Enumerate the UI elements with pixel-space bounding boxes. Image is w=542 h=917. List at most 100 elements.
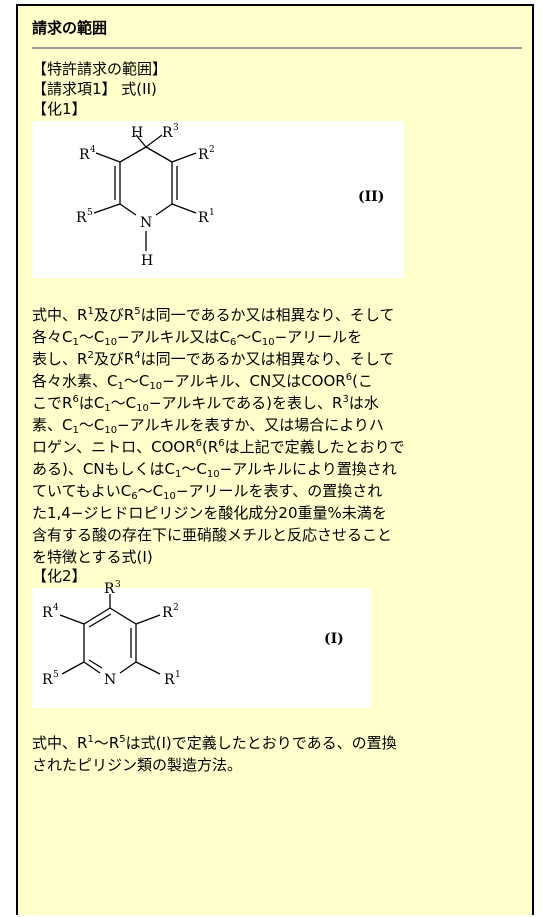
text-segment: 各々水素、C bbox=[32, 372, 118, 390]
claim-header: 【特許請求の範囲】 【請求項1】 式(II) 【化1】 bbox=[32, 59, 522, 119]
text-segment: (こ bbox=[352, 372, 373, 390]
text-segment: を特徴とする式(I) bbox=[32, 548, 153, 566]
atom-R5: R bbox=[76, 210, 87, 226]
atom-R5-index: 5 bbox=[87, 208, 93, 218]
atom-H-top: H bbox=[131, 125, 143, 141]
text-segment: 1 bbox=[117, 381, 124, 392]
text-segment: 10 bbox=[104, 425, 118, 436]
text-segment: は式(I)で定義したとおりである、の置換 bbox=[125, 734, 397, 752]
atom-H-bottom: H bbox=[141, 253, 153, 269]
atom-R2-index: 2 bbox=[209, 145, 215, 155]
text-segment: 10 bbox=[261, 337, 275, 348]
text-segment: 式中、R bbox=[32, 734, 88, 752]
text-segment: は上記で定義したとおりで bbox=[224, 438, 405, 456]
text-line: ある)、CNもしくはC1〜C10−アルキルにより置換され bbox=[32, 458, 522, 480]
claim-1-tail: 式中、R1〜R5は式(I)で定義したとおりである、の置換されたピリジン類の製造方… bbox=[32, 732, 522, 776]
text-line: 式中、R1及びR5は同一であるか又は相異なり、そして bbox=[32, 304, 522, 326]
text-segment: 3 bbox=[342, 394, 349, 405]
text-segment: 〜C bbox=[137, 482, 164, 500]
text-segment: 〜C bbox=[236, 328, 262, 346]
claims-panel: 請求の範囲 【特許請求の範囲】 【請求項1】 式(II) 【化1】 bbox=[16, 4, 534, 915]
text-line: こでR6はC1〜C10−アルキルである)を表し、R3は水 bbox=[32, 392, 522, 414]
atom-R3: R bbox=[162, 125, 173, 141]
text-line: されたピリジン類の製造方法。 bbox=[32, 754, 522, 776]
text-segment: 表し、R bbox=[32, 350, 88, 368]
text-segment: は同一であるか又は相異なり、そして bbox=[140, 350, 395, 368]
text-segment: 1 bbox=[175, 469, 182, 480]
text-segment: 1 bbox=[72, 337, 79, 348]
text-line: 表し、R2及びR4は同一であるか又は相異なり、そして bbox=[32, 348, 522, 370]
atom-R3-index: 3 bbox=[173, 123, 179, 133]
atom-R4-index: 4 bbox=[90, 145, 96, 155]
text-segment: 〜C bbox=[110, 394, 137, 412]
text-segment: 1 bbox=[87, 306, 94, 317]
text-segment: た1,4−ジヒドロピリジンを酸化成分20重量%未満を bbox=[32, 504, 387, 522]
text-segment: −アルキル、CN又はCOOR bbox=[162, 372, 346, 390]
formula-II-structure: H R 3 R 4 R 2 R 5 N R 1 H (II) bbox=[76, 123, 384, 269]
text-segment: 〜C bbox=[123, 372, 150, 390]
text-line: 各々C1〜C10−アルキル又はC6〜C10−アリールを bbox=[32, 326, 522, 348]
text-segment: 各々C bbox=[32, 328, 73, 346]
text-segment: 10 bbox=[206, 469, 220, 480]
text-segment: −アルキルにより置換され bbox=[219, 460, 397, 478]
text-segment: 6 bbox=[218, 438, 225, 449]
atom-N: N bbox=[140, 215, 152, 231]
text-segment: −アリールを表す、の置換され bbox=[175, 482, 383, 500]
text-line: 含有する酸の存在下に亜硝酸メチルと反応させること bbox=[32, 524, 522, 546]
atom-N: N bbox=[104, 672, 116, 688]
text-segment: 〜C bbox=[78, 328, 105, 346]
atom-R2: R bbox=[162, 605, 173, 621]
text-segment: ロゲン、ニトロ、COOR bbox=[32, 438, 196, 456]
atom-R1: R bbox=[198, 210, 209, 226]
atom-R5: R bbox=[42, 672, 53, 688]
text-segment: 10 bbox=[163, 491, 176, 502]
text-segment: 式中、R bbox=[32, 306, 88, 324]
text-segment: 2 bbox=[87, 350, 94, 361]
text-segment: ていてもよいC bbox=[32, 482, 132, 500]
text-segment: は同一であるか又は相異なり、そして bbox=[140, 306, 395, 324]
text-segment: 〜C bbox=[181, 460, 207, 478]
text-segment: 4 bbox=[134, 350, 141, 361]
text-segment: 〜R bbox=[93, 734, 120, 752]
text-segment: 及びR bbox=[93, 306, 135, 324]
text-line: 素、C1〜C10−アルキルを表すか、又は場合によりハ bbox=[32, 414, 522, 436]
text-segment: 1 bbox=[104, 403, 111, 414]
text-line: ていてもよいC6〜C10−アリールを表す、の置換され bbox=[32, 480, 522, 502]
text-segment: 5 bbox=[134, 306, 141, 317]
atom-R5-index: 5 bbox=[53, 670, 59, 680]
text-segment: ある)、CNもしくはC bbox=[32, 460, 176, 478]
atom-R2-index: 2 bbox=[173, 603, 179, 613]
atom-R2: R bbox=[198, 147, 209, 163]
text-segment: −アリールを bbox=[274, 328, 363, 346]
title-divider bbox=[32, 47, 522, 49]
text-segment: 及びR bbox=[93, 350, 135, 368]
text-segment: 6 bbox=[345, 372, 353, 383]
atom-R4-index: 4 bbox=[53, 603, 59, 613]
text-line: 式中、R1〜R5は式(I)で定義したとおりである、の置換 bbox=[32, 732, 522, 754]
text-segment: −アルキルを表すか、又は場合によりハ bbox=[117, 416, 384, 434]
patent-claims-heading: 【特許請求の範囲】 bbox=[32, 60, 168, 78]
text-segment: 6 bbox=[131, 491, 138, 502]
text-line: を特徴とする式(I) bbox=[32, 546, 522, 568]
atom-R3: R bbox=[104, 581, 115, 597]
text-segment: こでR bbox=[32, 394, 73, 412]
text-segment: −アルキルである)を表し、R bbox=[148, 394, 343, 412]
text-line: 各々水素、C1〜C10−アルキル、CN又はCOOR6(こ bbox=[32, 370, 522, 392]
text-segment: 素、C bbox=[32, 416, 73, 434]
text-segment: 1 bbox=[87, 734, 94, 745]
claim-1-heading: 【請求項1】 式(II) bbox=[32, 80, 157, 98]
text-segment: 6 bbox=[229, 337, 237, 348]
formula-I-structure: R 3 R 4 R 2 R 5 N R 1 (I) bbox=[42, 580, 344, 688]
text-segment: 6 bbox=[72, 394, 79, 405]
section-title: 請求の範囲 bbox=[32, 19, 108, 37]
text-line: た1,4−ジヒドロピリジンを酸化成分20重量%未満を bbox=[32, 502, 522, 524]
atom-R1-index: 1 bbox=[209, 208, 215, 218]
atom-R1: R bbox=[164, 672, 175, 688]
formula-II-label: (II) bbox=[358, 189, 384, 205]
atom-R3-index: 3 bbox=[115, 580, 121, 590]
text-segment: 〜C bbox=[78, 416, 105, 434]
atom-R1-index: 1 bbox=[175, 670, 181, 680]
text-segment: 1 bbox=[72, 425, 79, 436]
claims-content: 請求の範囲 【特許請求の範囲】 【請求項1】 式(II) 【化1】 bbox=[32, 6, 522, 776]
text-segment: 10 bbox=[104, 337, 118, 348]
